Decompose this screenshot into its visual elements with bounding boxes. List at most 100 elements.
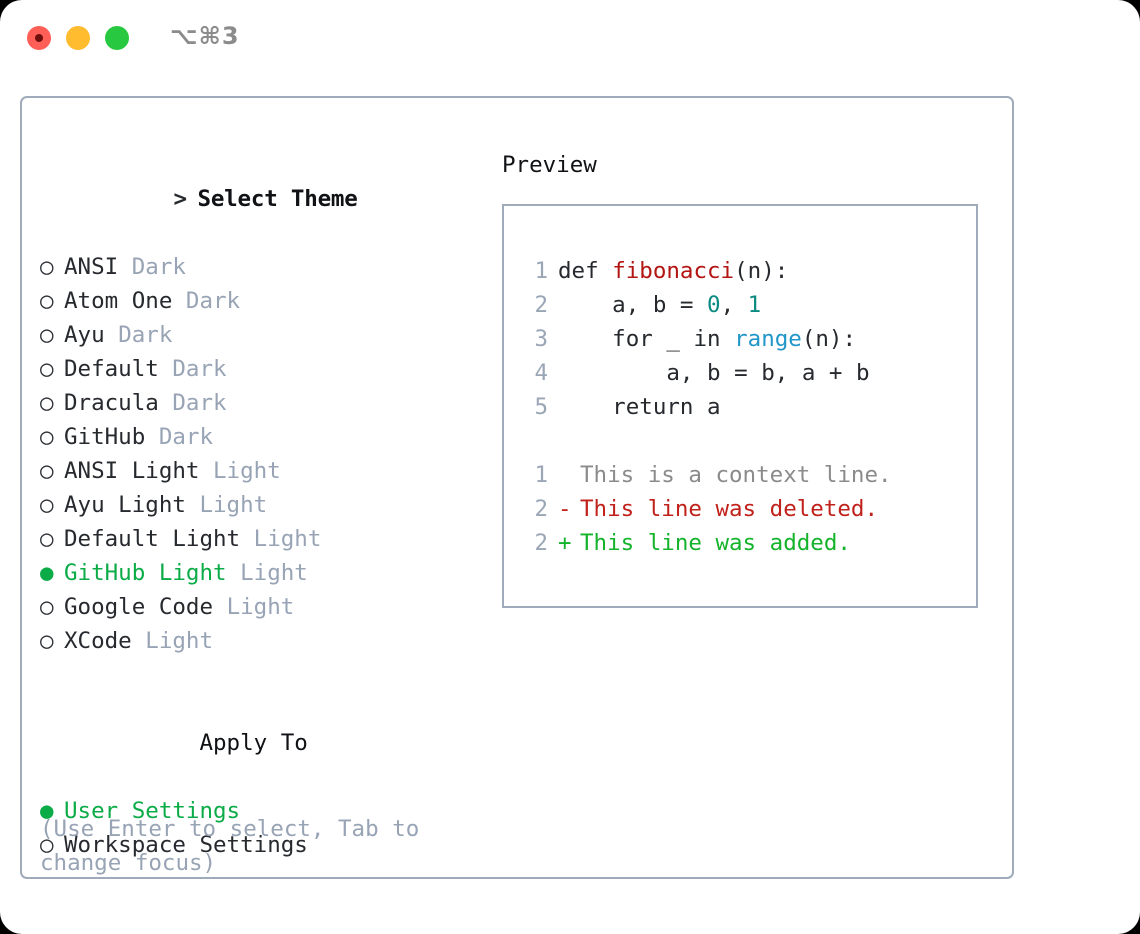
theme-category-tag: Light: [145, 628, 214, 654]
radio-unselected-icon: ○: [40, 356, 68, 382]
apply-to-option[interactable]: ● User Settings: [40, 794, 480, 828]
theme-row-gap: [159, 356, 173, 382]
radio-unselected-icon: ○: [40, 628, 68, 654]
theme-row-gap: [132, 628, 146, 654]
theme-name: Dracula: [64, 390, 159, 416]
theme-list-item[interactable]: ○ Ayu Light Light: [40, 488, 480, 522]
theme-category-tag: Dark: [172, 356, 227, 382]
code-token-plain: return a: [558, 394, 721, 420]
theme-row-gap: [118, 254, 132, 280]
diff-line-number: 2: [534, 530, 548, 556]
radio-unselected-icon: ○: [40, 832, 68, 858]
theme-row-gap: [240, 526, 254, 552]
close-window-icon[interactable]: [27, 26, 51, 50]
theme-list: ○ ANSI Dark○ Atom One Dark○ Ayu Dark○ De…: [40, 250, 480, 658]
code-line-number: 1: [534, 258, 548, 284]
apply-to-option[interactable]: ○ Workspace Settings: [40, 828, 480, 862]
theme-picker-header: > Select Theme: [40, 148, 480, 250]
theme-name: Ayu Light: [64, 492, 186, 518]
radio-unselected-icon: ○: [40, 424, 68, 450]
preview-title: Preview: [502, 152, 597, 178]
diff-sample: 1 This is a context line.2-This line was…: [522, 458, 962, 560]
diff-sign: -: [558, 496, 572, 522]
radio-unselected-icon: ○: [40, 492, 68, 518]
theme-category-tag: Dark: [131, 254, 186, 280]
theme-category-tag: Dark: [158, 424, 214, 450]
radio-unselected-icon: ○: [40, 390, 68, 416]
prompt-caret-icon: >: [173, 186, 201, 212]
theme-list-item[interactable]: ○ XCode Light: [40, 624, 480, 658]
keyboard-hint-text: (Use Enter to select, Tab to change focu…: [40, 816, 420, 876]
code-line-number: 3: [534, 326, 548, 352]
code-token-plain: for _ in: [558, 326, 735, 352]
diff-line-text: This line was added.: [580, 530, 851, 556]
theme-list-item[interactable]: ○ Google Code Light: [40, 590, 480, 624]
theme-name: Ayu: [64, 322, 105, 348]
theme-row-gap: [172, 288, 186, 314]
theme-row-gap: [186, 492, 200, 518]
code-line-number: 2: [534, 292, 548, 318]
radio-unselected-icon: ○: [40, 322, 68, 348]
radio-selected-icon: ●: [40, 560, 68, 586]
traffic-light-buttons: [27, 26, 129, 50]
theme-name: ANSI Light: [64, 458, 200, 484]
diff-line-deleted: 2-This line was deleted.: [522, 492, 962, 526]
diff-sign: [558, 458, 580, 492]
theme-category-tag: Light: [199, 492, 268, 518]
theme-name: ANSI: [64, 254, 119, 280]
theme-list-item[interactable]: ○ GitHub Dark: [40, 420, 480, 454]
code-token-plain: (n):: [734, 258, 789, 284]
theme-name: XCode: [64, 628, 132, 654]
main-panel: > Select Theme ○ ANSI Dark○ Atom One Dar…: [20, 96, 1014, 879]
theme-category-tag: Light: [240, 560, 308, 586]
maximize-window-icon[interactable]: [105, 26, 129, 50]
theme-name: GitHub Light: [64, 560, 227, 586]
theme-row-gap: [105, 322, 119, 348]
apply-to-list: ● User Settings○ Workspace Settings: [40, 794, 480, 862]
code-token-num: 0: [707, 292, 721, 318]
preview-column: Preview: [502, 148, 992, 182]
theme-name: Default Light: [64, 526, 241, 552]
code-token-builtin: range: [734, 326, 802, 352]
code-line-number: 4: [534, 360, 548, 386]
theme-list-item[interactable]: ○ Atom One Dark: [40, 284, 480, 318]
diff-line-number: 1: [534, 462, 548, 488]
radio-selected-icon: ●: [40, 798, 68, 824]
page-title: Select Theme: [197, 186, 358, 212]
code-token-plain: def: [558, 258, 613, 284]
code-token-plain: (n):: [801, 326, 857, 352]
code-token-plain: a, b =: [558, 292, 708, 318]
theme-category-tag: Light: [213, 458, 281, 484]
radio-unselected-icon: ○: [40, 254, 68, 280]
theme-list-item[interactable]: ○ Default Dark: [40, 352, 480, 386]
apply-to-header-label: Apply To: [199, 730, 308, 756]
diff-line-context: 1 This is a context line.: [522, 458, 962, 492]
apply-to-option-label: User Settings: [64, 798, 241, 824]
theme-list-item[interactable]: ● GitHub Light Light: [40, 556, 480, 590]
theme-category-tag: Light: [226, 594, 295, 620]
title-bar: ⌥⌘3: [0, 0, 1140, 78]
code-token-plain: a, b = b, a + b: [558, 360, 870, 386]
diff-line-text: This line was deleted.: [580, 496, 879, 522]
theme-row-gap: [213, 594, 227, 620]
theme-category-tag: Dark: [118, 322, 173, 348]
theme-row-gap: [159, 390, 173, 416]
apply-to-header: ○ Apply To: [40, 692, 480, 794]
theme-list-item[interactable]: ○ Dracula Dark: [40, 386, 480, 420]
code-token-plain: ,: [720, 292, 748, 318]
minimize-window-icon[interactable]: [66, 26, 90, 50]
theme-list-item[interactable]: ○ Default Light Light: [40, 522, 480, 556]
theme-list-item[interactable]: ○ ANSI Light Light: [40, 454, 480, 488]
theme-list-item[interactable]: ○ ANSI Dark: [40, 250, 480, 284]
code-token-num: 1: [747, 292, 762, 318]
theme-row-gap: [199, 458, 213, 484]
code-line: 5 return a: [522, 390, 962, 424]
theme-category-tag: Dark: [185, 288, 241, 314]
theme-list-item[interactable]: ○ Ayu Dark: [40, 318, 480, 352]
radio-unselected-icon: ○: [40, 288, 68, 314]
diff-line-number: 2: [534, 496, 548, 522]
list-spacer: [40, 658, 480, 692]
